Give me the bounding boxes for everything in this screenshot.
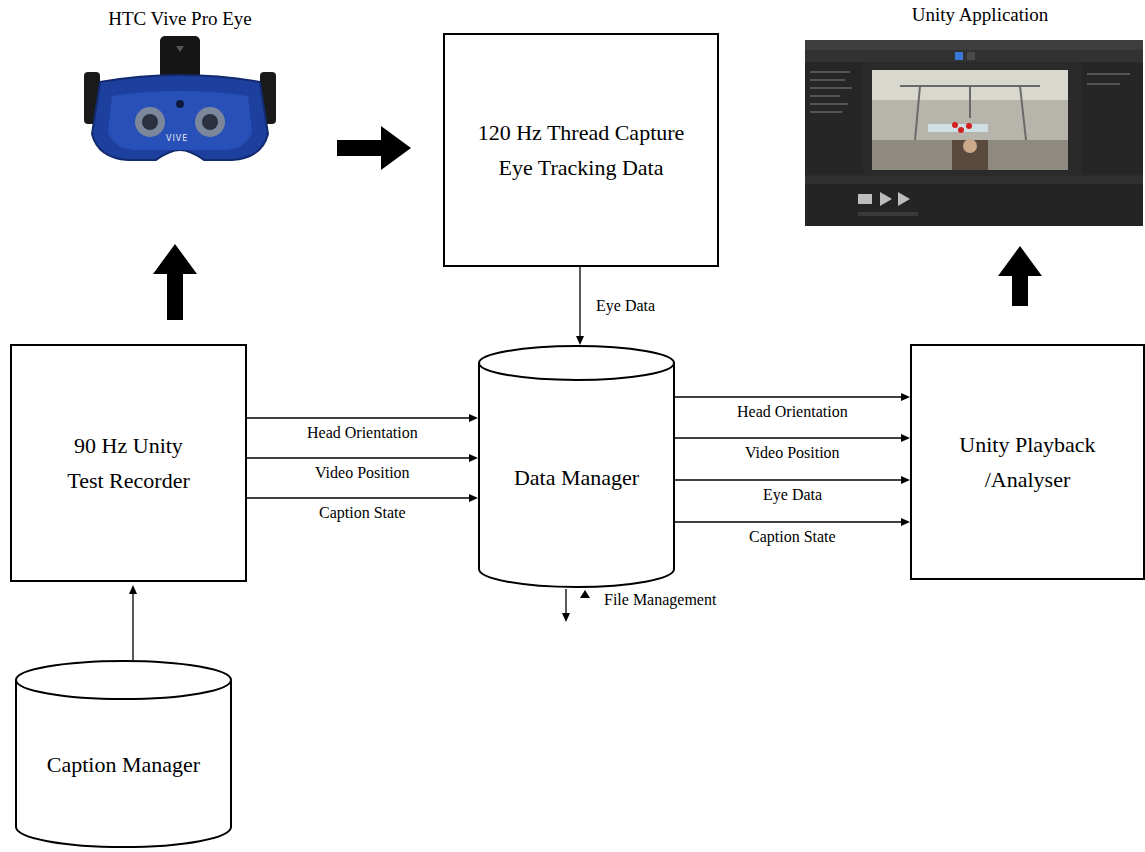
connector-arrow bbox=[247, 414, 478, 422]
connector-arrow bbox=[337, 126, 411, 170]
file-management-arrow bbox=[562, 589, 590, 622]
edge-label: Head Orientation bbox=[305, 424, 420, 442]
connector-arrow bbox=[675, 393, 910, 401]
datastore-cylinder: Data Manager bbox=[478, 345, 675, 588]
connector-arrow bbox=[247, 454, 478, 462]
node-heading: Unity Application bbox=[912, 4, 1049, 27]
annotation-label: File Management bbox=[604, 591, 716, 609]
headset-node: HTC Vive Pro Eye bbox=[75, 8, 285, 166]
logo-text: VIVE bbox=[166, 135, 188, 143]
edge-label: Caption State bbox=[747, 528, 838, 546]
edge-label: Caption State bbox=[317, 504, 408, 522]
connector-arrow bbox=[998, 246, 1042, 306]
process-box: 120 Hz Thread Capture Eye Tracking Data bbox=[443, 33, 719, 267]
connector-arrow bbox=[247, 494, 478, 502]
unity-screenshot bbox=[805, 40, 1143, 226]
headset-illustration bbox=[84, 36, 276, 160]
process-box: 90 Hz Unity Test Recorder bbox=[10, 344, 247, 582]
connector-arrow bbox=[675, 434, 910, 442]
node-text: Data Manager bbox=[514, 460, 639, 495]
node-text: 120 Hz Thread Capture Eye Tracking Data bbox=[465, 115, 697, 185]
edge-label: Eye Data bbox=[761, 486, 824, 504]
cylinder-outline bbox=[15, 660, 232, 848]
edge-label: Video Position bbox=[313, 464, 412, 482]
node-heading: HTC Vive Pro Eye bbox=[108, 8, 252, 31]
application-node: Unity Application bbox=[815, 4, 1145, 228]
connector-arrow bbox=[675, 476, 910, 484]
connector-arrow bbox=[675, 518, 910, 526]
cylinder-outline bbox=[478, 345, 675, 588]
node-text: Unity Playback /Analyser bbox=[938, 427, 1118, 497]
datastore-cylinder: Caption Manager bbox=[15, 660, 232, 848]
connector-arrow bbox=[576, 267, 584, 345]
edge-label: Head Orientation bbox=[735, 403, 850, 421]
node-text: 90 Hz Unity Test Recorder bbox=[54, 428, 204, 498]
edge-label: Video Position bbox=[743, 444, 842, 462]
connector-arrow bbox=[153, 244, 197, 320]
process-box: Unity Playback /Analyser bbox=[910, 344, 1145, 580]
node-text: Caption Manager bbox=[47, 747, 200, 782]
connector-arrow bbox=[129, 585, 137, 660]
edge-label: Eye Data bbox=[594, 297, 657, 315]
